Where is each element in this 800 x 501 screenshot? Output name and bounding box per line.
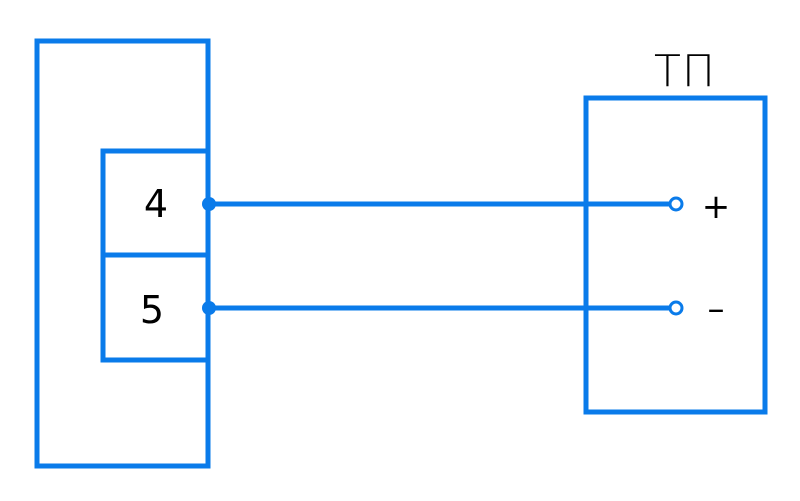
terminal-4-label: 4 [144,182,168,226]
thermocouple-label: ТП [654,46,716,97]
polarity-positive-label: + [702,187,731,227]
polarity-negative-label: – [708,289,725,329]
terminal-circle-negative [668,300,684,316]
terminal-circle-positive [668,196,684,212]
junction-dot-terminal-4 [202,197,216,211]
right-device-frame [583,95,768,415]
terminal-5-label: 5 [140,288,164,332]
junction-dot-terminal-5 [202,301,216,315]
